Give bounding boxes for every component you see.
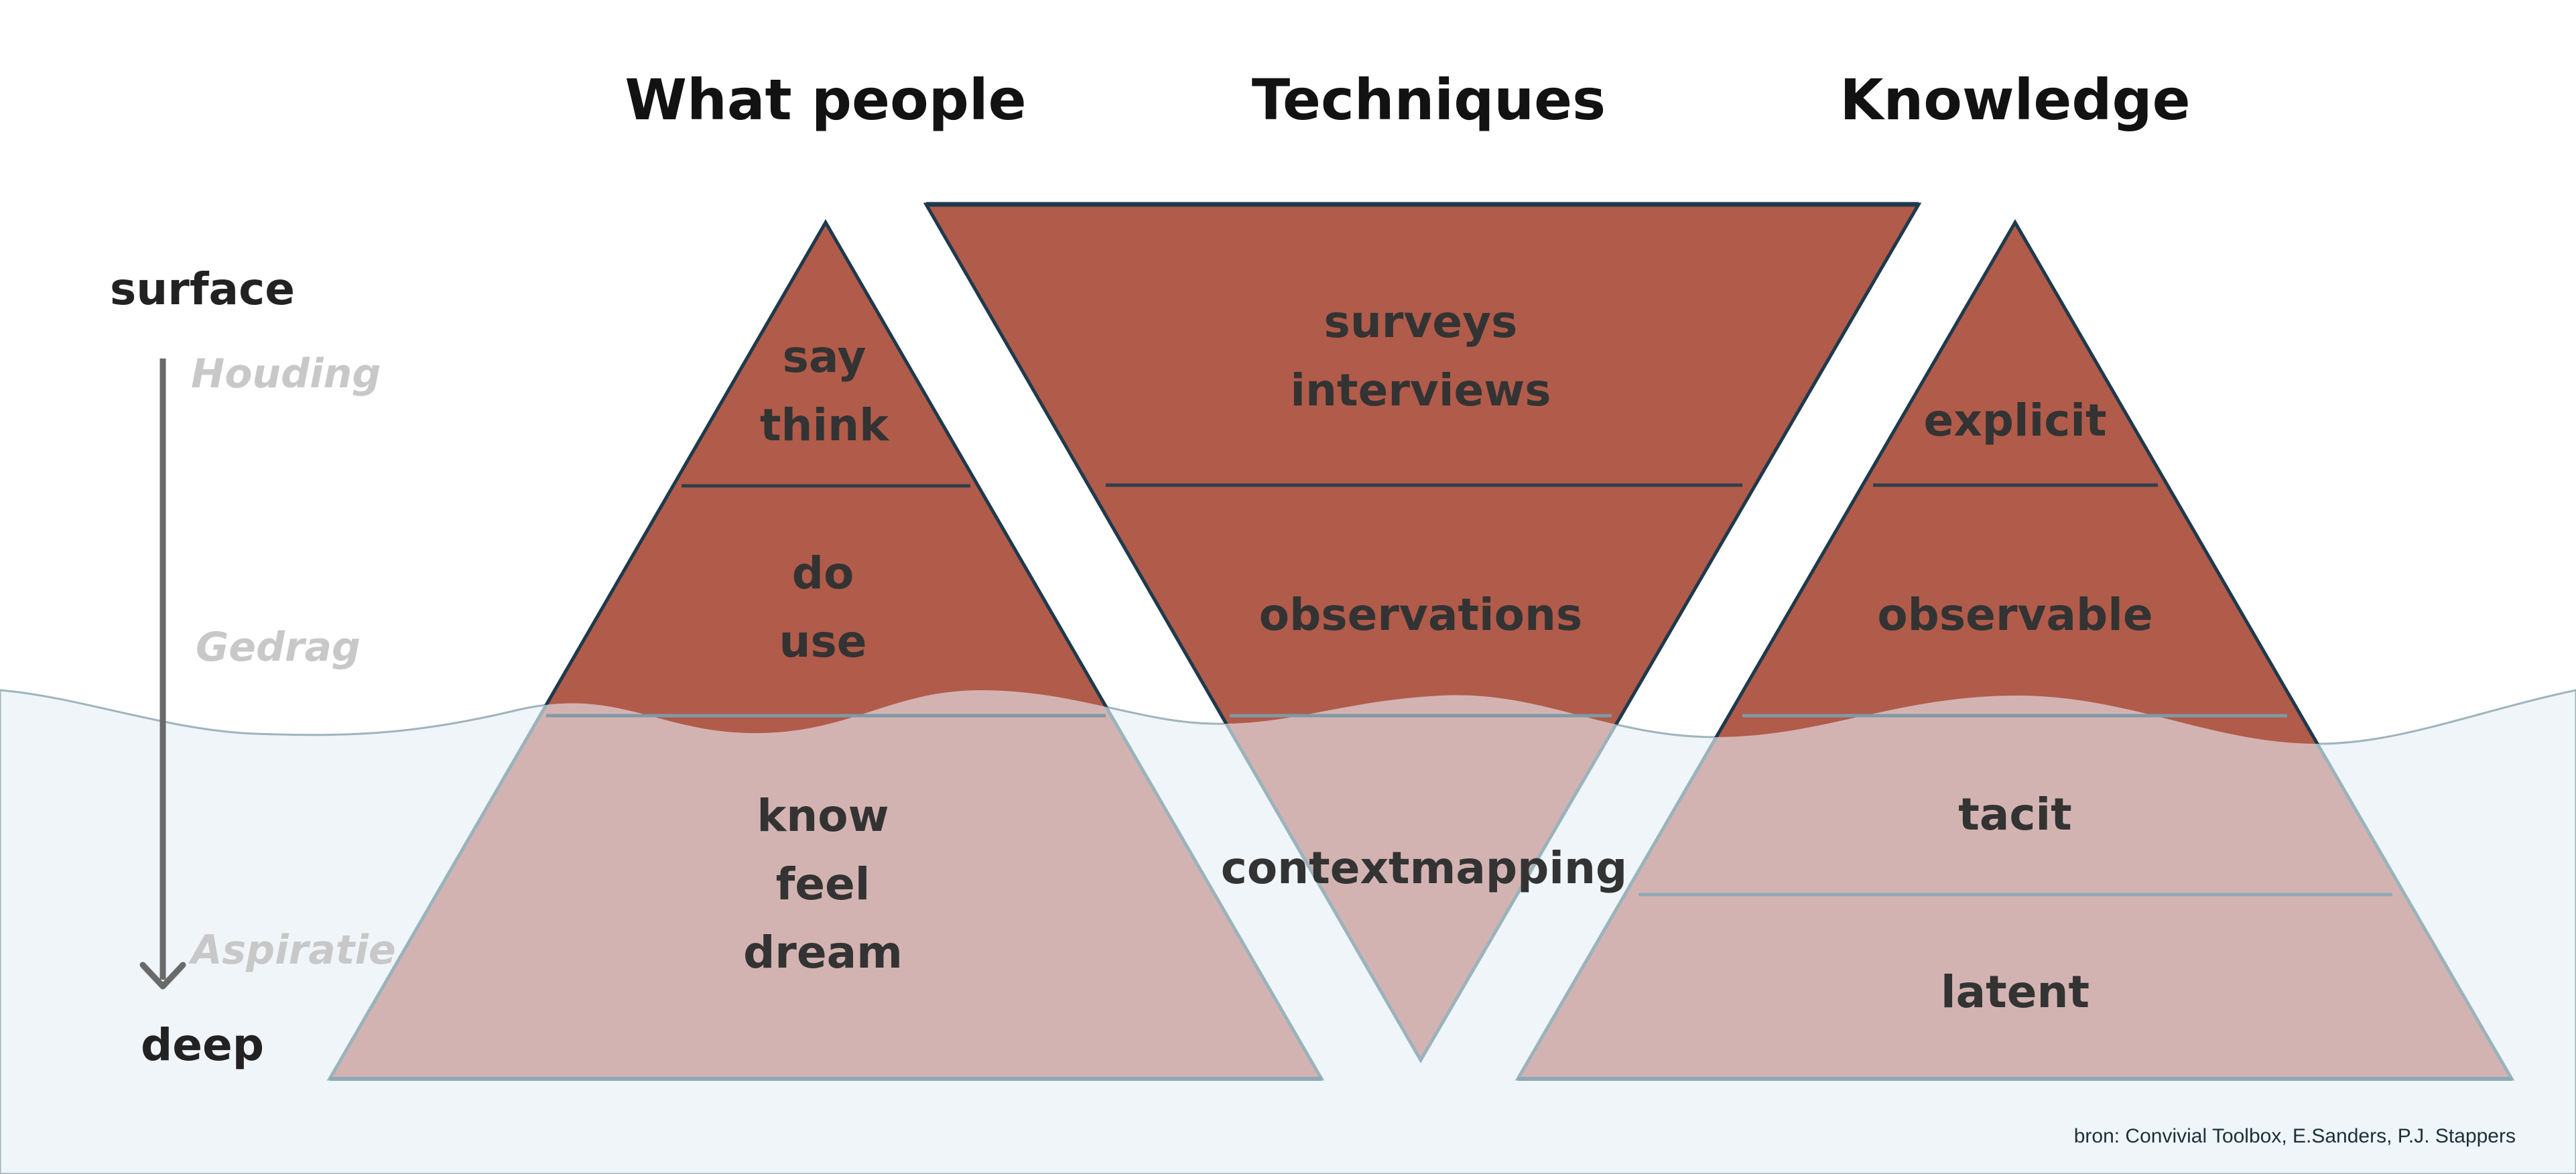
- what-people-do: do: [792, 547, 854, 599]
- depth-level-gedrag: Gedrag: [196, 624, 361, 671]
- techniques-pyramid: [923, 202, 1922, 1063]
- what-people-use: use: [779, 616, 866, 667]
- what-people-think: think: [760, 399, 890, 451]
- what-people-pyramid: [326, 219, 1325, 1081]
- what-people-know: know: [757, 790, 889, 842]
- what-people-say: say: [783, 331, 866, 383]
- heading-what-people: What people: [625, 67, 1026, 133]
- source-credit: bron: Convivial Toolbox, E.Sanders, P.J.…: [2074, 1125, 2516, 1147]
- techniques-surveys: surveys: [1324, 296, 1518, 348]
- depth-label-deep: deep: [141, 1019, 264, 1071]
- depth-level-houding: Houding: [191, 350, 381, 397]
- what-people-dream: dream: [743, 927, 903, 978]
- depth-level-aspiratie: Aspiratie: [188, 927, 396, 974]
- knowledge-latent: latent: [1941, 966, 2089, 1018]
- techniques-contextmapping: contextmapping: [1221, 842, 1628, 894]
- techniques-observations: observations: [1259, 589, 1583, 641]
- heading-knowledge: Knowledge: [1840, 67, 2190, 133]
- knowledge-tacit: tacit: [1958, 789, 2071, 840]
- arrow-down-icon: [139, 358, 186, 990]
- techniques-interviews: interviews: [1290, 365, 1551, 416]
- knowledge-pyramid: [1515, 219, 2515, 1081]
- depth-label-surface: surface: [110, 263, 295, 315]
- what-people-feel: feel: [776, 858, 871, 910]
- knowledge-observable: observable: [1877, 589, 2152, 641]
- heading-techniques: Techniques: [1252, 67, 1606, 133]
- knowledge-explicit: explicit: [1923, 395, 2106, 446]
